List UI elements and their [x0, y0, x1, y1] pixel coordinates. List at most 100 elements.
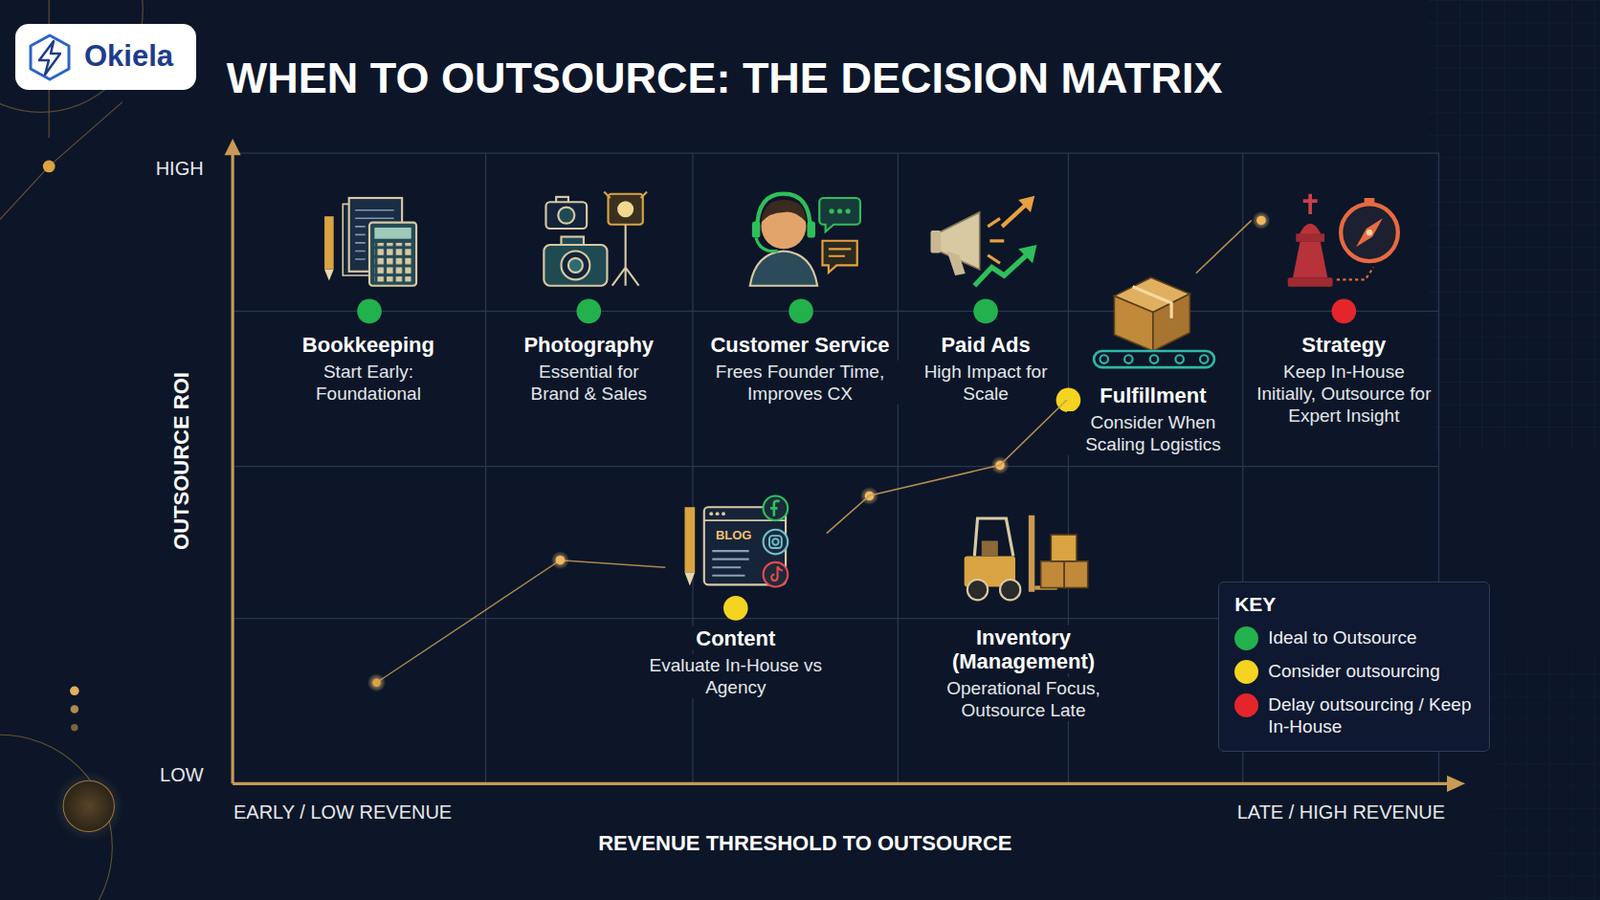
megaphone-icon-part — [1001, 203, 1027, 226]
item-description: Evaluate In-House vs Agency — [644, 654, 827, 699]
parcel-icon-part — [1200, 355, 1209, 364]
content-icon-part — [763, 530, 789, 556]
megaphone-icon-part — [930, 230, 941, 253]
item-description: Essential for Brand & Sales — [515, 360, 663, 405]
ledger-icon — [324, 198, 417, 287]
item-description: Operational Focus, Outsource Late — [930, 677, 1118, 722]
support-agent-icon-part — [837, 208, 843, 214]
item-heading: Content — [691, 626, 779, 651]
legend-row: Ideal to Outsource — [1234, 626, 1474, 651]
status-dots-part — [1056, 387, 1082, 413]
camera-icon-part — [545, 201, 587, 229]
support-agent-icon — [750, 194, 861, 287]
support-agent-icon-part — [806, 222, 816, 239]
trend-dots-part — [1256, 216, 1267, 226]
status-dots-part — [723, 596, 749, 622]
decoration-part — [63, 780, 114, 832]
ledger-icon-part — [369, 222, 417, 287]
megaphone-icon — [930, 196, 1037, 287]
camera-icon-part — [608, 194, 644, 225]
legend-swatch — [1234, 693, 1259, 718]
camera-icon-part — [557, 207, 575, 224]
content-icon-part — [685, 507, 696, 573]
logo-icon — [24, 32, 75, 83]
megaphone-icon-part — [947, 250, 966, 276]
status-dots-part — [576, 299, 601, 325]
status-dots-part — [1332, 299, 1357, 325]
status-dots — [356, 299, 1356, 622]
item-heading: Photography — [519, 333, 658, 357]
chess-compass-icon-part — [1336, 267, 1374, 281]
item-description: High Impact for Scale — [919, 360, 1052, 405]
axes-part — [1446, 776, 1466, 793]
content-icon-part — [721, 511, 726, 516]
trend-connector — [826, 400, 1067, 534]
content-icon-part — [771, 566, 783, 581]
parcel-icon-part — [1124, 355, 1134, 364]
item-description: Keep In-House Initially, Outsource for E… — [1251, 360, 1437, 427]
grid-part — [486, 153, 1244, 784]
status-dots-part — [788, 299, 814, 325]
support-agent-icon-part — [752, 222, 761, 239]
content-icon-part — [763, 562, 789, 588]
decoration-part — [43, 160, 56, 174]
chess-compass-icon-part — [1288, 277, 1334, 288]
axis-label: REVENUE THRESHOLD TO OUTSOURCE — [595, 831, 1015, 857]
camera-icon-part — [612, 224, 640, 287]
decoration-part — [69, 686, 80, 696]
legend-box: KEYIdeal to OutsourceConsider outsourcin… — [1218, 581, 1490, 753]
matrix-item: ContentEvaluate In-House vs Agency — [644, 495, 827, 698]
forklift-icon-part — [1028, 515, 1035, 593]
camera-icon-part — [617, 200, 634, 218]
forklift-icon-part — [1041, 561, 1066, 589]
axes-part — [224, 138, 242, 156]
camera-icon-part — [568, 258, 583, 273]
legend-swatch — [1234, 626, 1259, 651]
ledger-icon-part — [374, 227, 411, 240]
decoration-part — [1489, 653, 1600, 900]
camera-icon-part — [543, 244, 607, 287]
item-heading: Fulfillment — [1095, 383, 1210, 408]
trend-dots-part — [1251, 211, 1270, 230]
megaphone-icon-part — [1018, 196, 1035, 213]
item-heading: Okiela — [84, 40, 174, 73]
forklift-icon-part — [1064, 561, 1089, 589]
forklift-icon-part — [967, 579, 988, 600]
parcel-icon-part — [1100, 355, 1110, 364]
page-title: WHEN TO OUTSOURCE: THE DECISION MATRIX — [226, 56, 1223, 100]
forklift-icon-part — [981, 540, 999, 556]
content-icon-part — [685, 573, 696, 587]
camera-icon — [543, 192, 647, 287]
trend-dots-part — [551, 551, 570, 570]
item-description: Consider When Scaling Logistics — [1066, 411, 1240, 456]
support-agent-icon-part — [750, 250, 818, 286]
axis-label: OUTSOURCE ROI — [169, 369, 195, 554]
decoration-part — [70, 705, 80, 714]
item-heading: Customer Service — [706, 333, 893, 357]
trend-line-part — [376, 560, 666, 684]
legend-row: Delay outsourcing / Keep In-House — [1234, 693, 1474, 738]
parcel-icon-part — [1093, 351, 1215, 368]
trend-dots-part — [372, 678, 381, 688]
content-icon-part — [769, 535, 782, 549]
legend-swatch — [1234, 660, 1259, 685]
matrix-item: Paid AdsHigh Impact for Scale — [919, 188, 1052, 404]
content-icon-part — [763, 496, 789, 522]
ledger-icon-part — [374, 243, 411, 283]
legend-heading: KEY — [1234, 592, 1474, 618]
item-heading: Strategy — [1297, 333, 1390, 357]
chess-compass-icon-part — [1298, 223, 1321, 236]
trend-connector — [1196, 220, 1252, 273]
parcel-icon-part — [1175, 355, 1184, 364]
matrix-item: PhotographyEssential for Brand & Sales — [515, 188, 663, 404]
ledger-icon-part — [324, 216, 334, 269]
parcel-icon-part — [1133, 287, 1173, 319]
matrix-item: FulfillmentConsider When Scaling Logisti… — [1066, 273, 1240, 456]
camera-icon-part — [603, 192, 647, 199]
axes-part — [231, 151, 235, 784]
decoration-part — [0, 102, 123, 221]
matrix-item: BookkeepingStart Early: Foundational — [297, 188, 440, 404]
